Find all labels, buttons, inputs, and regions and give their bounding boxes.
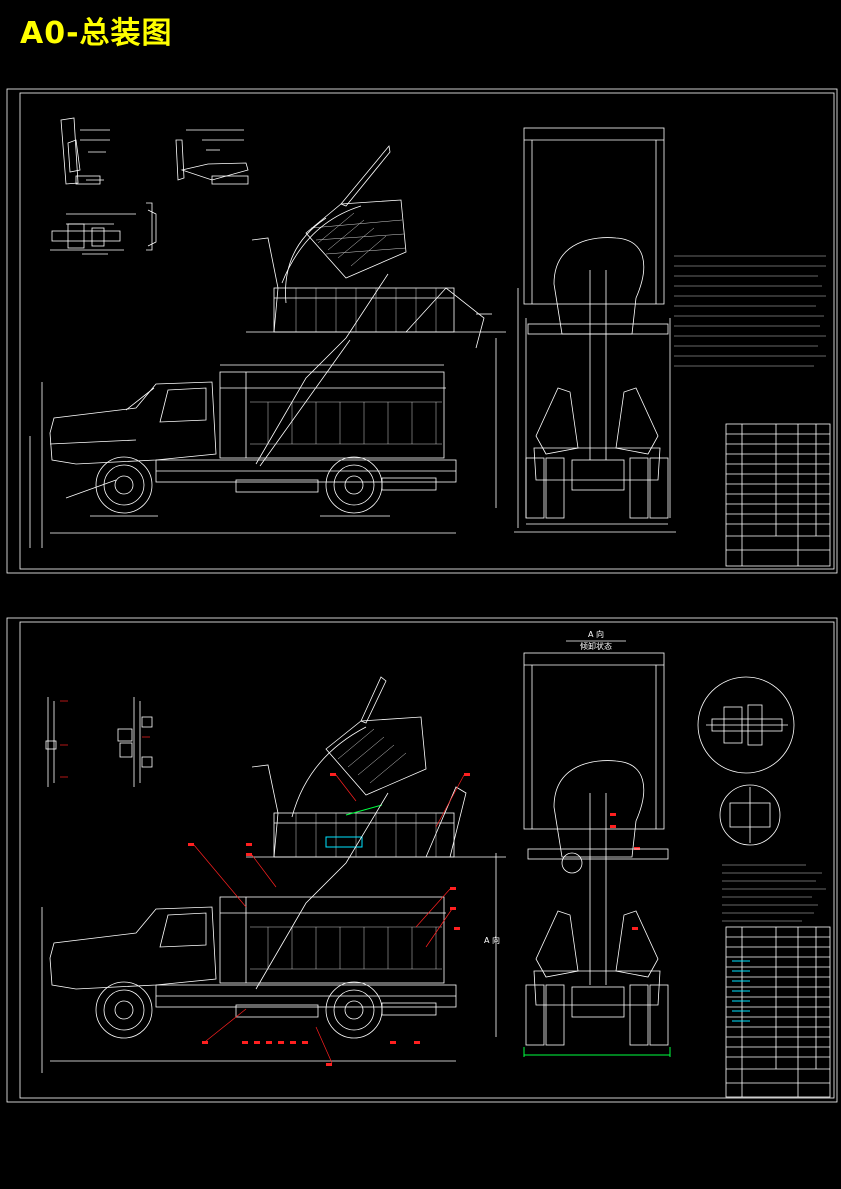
sheet-2-inner-border — [19, 621, 835, 1099]
detail-sketch-group — [50, 117, 249, 255]
view-label-a: A 向 倾卸状态 — [580, 629, 612, 651]
leader-lines-red — [193, 774, 465, 1064]
view-label-main: A 向 — [588, 629, 604, 639]
raised-dump-body — [281, 145, 407, 304]
parts-list-and-title-block — [725, 423, 831, 567]
section-marks-red — [60, 700, 150, 778]
assembly-drawing-sheet-2: A 向 倾卸状态 A 向 — [6, 617, 838, 1103]
parts-list-and-title-block-2 — [725, 926, 831, 1098]
mid-position-dump-body-2 — [246, 764, 506, 858]
sheet-2-outer-border — [6, 617, 838, 1103]
section-sketches — [45, 697, 153, 787]
rear-view-2 — [523, 652, 669, 1046]
technical-notes-block-2 — [722, 864, 826, 922]
assembly-drawing-sheet-1 — [6, 88, 838, 574]
drawing-title: A0-总装图 — [20, 16, 173, 51]
cylinder-highlight — [325, 836, 363, 848]
section-label: A 向 — [484, 935, 500, 945]
mid-position-dump-body — [246, 237, 506, 349]
raised-dump-body-2 — [291, 676, 427, 818]
technical-notes-block — [674, 255, 826, 367]
sheet-1-inner-border — [19, 92, 835, 570]
rear-view — [514, 127, 676, 533]
green-reference-line — [345, 804, 383, 816]
parts-list-highlight — [732, 960, 750, 1022]
dump-truck-side-view-2 — [41, 792, 497, 1073]
part-number-markers — [188, 773, 640, 1066]
dump-truck-side-view — [29, 273, 497, 548]
detail-view-circle-1 — [697, 676, 795, 774]
view-label-sub: 倾卸状态 — [580, 641, 612, 651]
detail-view-circle-2 — [719, 784, 781, 846]
sheet-1-outer-border — [6, 88, 838, 574]
